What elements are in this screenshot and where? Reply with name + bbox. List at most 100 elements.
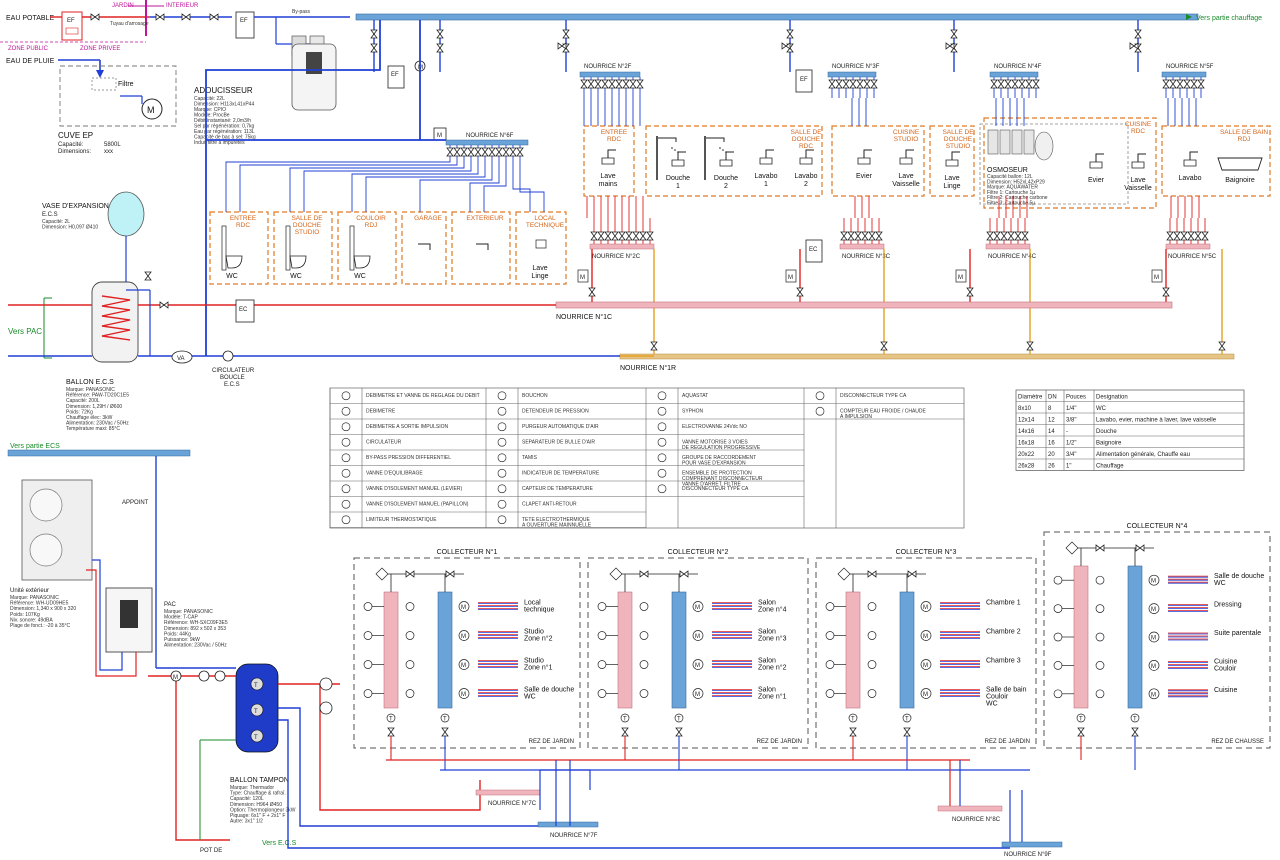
electrothermal-head-icon[interactable] (458, 630, 470, 641)
electrovanne-icon[interactable] (955, 269, 967, 283)
valve-icon[interactable] (370, 29, 378, 39)
valve-icon[interactable] (1134, 29, 1142, 39)
valve-icon[interactable] (1095, 544, 1105, 552)
vase-valve-icon[interactable] (144, 271, 152, 281)
valve-icon[interactable] (597, 231, 605, 241)
valve-icon[interactable] (453, 147, 461, 157)
electrothermal-head-icon[interactable] (920, 688, 932, 699)
electrothermal-head-icon[interactable] (692, 688, 704, 699)
valve-icon[interactable] (1004, 79, 1012, 89)
valve-icon[interactable] (1131, 727, 1139, 737)
valve-icon[interactable] (1032, 79, 1040, 89)
valve-icon[interactable] (629, 79, 637, 89)
valve-icon[interactable] (502, 147, 510, 157)
isolation-valve-icon[interactable] (209, 13, 219, 21)
valve-icon[interactable] (1021, 231, 1029, 241)
valve-icon[interactable] (1187, 231, 1195, 241)
electrothermal-head-icon[interactable] (1148, 631, 1160, 643)
valve-icon[interactable] (601, 79, 609, 89)
valve-icon[interactable] (870, 79, 878, 89)
valve-icon[interactable] (1025, 79, 1033, 89)
valve-icon[interactable] (796, 287, 804, 297)
electrothermal-head-icon[interactable] (458, 688, 470, 699)
valve-icon[interactable] (842, 79, 850, 89)
valve-icon[interactable] (646, 231, 654, 241)
electrothermal-head-icon[interactable] (920, 659, 932, 670)
valve-icon[interactable] (650, 341, 658, 351)
valve-icon[interactable] (1162, 79, 1170, 89)
valve-icon[interactable] (781, 42, 791, 50)
electrothermal-head-icon[interactable] (920, 630, 932, 641)
electrothermal-head-icon[interactable] (1148, 660, 1160, 671)
valve-icon[interactable] (625, 231, 633, 241)
valve-icon[interactable] (460, 147, 468, 157)
valve-icon[interactable] (993, 231, 1001, 241)
valve-icon[interactable] (1077, 727, 1085, 737)
valve-icon[interactable] (445, 570, 455, 578)
hot-valve-icon[interactable] (159, 301, 169, 309)
valve-icon[interactable] (436, 43, 444, 53)
valve-icon[interactable] (446, 147, 454, 157)
valve-icon[interactable] (1026, 341, 1034, 351)
valve-icon[interactable] (867, 570, 877, 578)
valve-icon[interactable] (474, 147, 482, 157)
motorised-valve-icon[interactable] (170, 670, 182, 682)
valve-icon[interactable] (594, 79, 602, 89)
valve-icon[interactable] (849, 727, 857, 737)
valve-icon[interactable] (1162, 287, 1170, 297)
valve-icon[interactable] (370, 43, 378, 53)
electrothermal-head-icon[interactable] (1148, 603, 1160, 614)
valve-icon[interactable] (562, 29, 570, 39)
electrothermal-head-icon[interactable] (692, 659, 704, 670)
valve-icon[interactable] (835, 79, 843, 89)
valve-icon[interactable] (618, 231, 626, 241)
valve-icon[interactable] (622, 79, 630, 89)
electrothermal-head-icon[interactable] (1148, 574, 1160, 586)
valve-icon[interactable] (639, 231, 647, 241)
valve-icon[interactable] (903, 727, 911, 737)
valve-icon[interactable] (1180, 231, 1188, 241)
circulateur-icon[interactable] (319, 701, 333, 715)
valve-icon[interactable] (1014, 231, 1022, 241)
valve-icon[interactable] (1190, 79, 1198, 89)
circulateur-icon[interactable] (319, 677, 333, 691)
valve-icon[interactable] (880, 341, 888, 351)
electrothermal-head-icon[interactable] (920, 601, 932, 612)
valve-icon[interactable] (861, 231, 869, 241)
valve-icon[interactable] (1173, 231, 1181, 241)
valve-icon[interactable] (1007, 231, 1015, 241)
electrothermal-head-icon[interactable] (458, 601, 470, 612)
valve-icon[interactable] (907, 570, 917, 578)
valve-icon[interactable] (986, 231, 994, 241)
valve-icon[interactable] (945, 42, 955, 50)
electrothermal-head-icon[interactable] (692, 630, 704, 641)
valve-icon[interactable] (1166, 231, 1174, 241)
valve-icon[interactable] (1000, 231, 1008, 241)
valve-icon[interactable] (516, 147, 524, 157)
electrovanne-icon[interactable] (785, 269, 797, 283)
check-valve-icon[interactable] (181, 13, 191, 21)
valve-icon[interactable] (1018, 79, 1026, 89)
valve-icon[interactable] (679, 570, 689, 578)
valve-icon[interactable] (828, 79, 836, 89)
electrothermal-head-icon[interactable] (458, 659, 470, 670)
valve-icon[interactable] (604, 231, 612, 241)
valve-icon[interactable] (467, 147, 475, 157)
valve-icon[interactable] (1176, 79, 1184, 89)
valve-icon[interactable] (1194, 231, 1202, 241)
valve-icon[interactable] (1183, 79, 1191, 89)
valve-icon[interactable] (509, 147, 517, 157)
valve-icon[interactable] (868, 231, 876, 241)
valve-icon[interactable] (639, 570, 649, 578)
valve-icon[interactable] (441, 727, 449, 737)
valve-icon[interactable] (863, 79, 871, 89)
valve-icon[interactable] (997, 79, 1005, 89)
valve-icon[interactable] (840, 231, 848, 241)
valve-icon[interactable] (875, 231, 883, 241)
isolation-valve-icon[interactable] (155, 13, 165, 21)
valve-icon[interactable] (481, 147, 489, 157)
valve-icon[interactable] (436, 29, 444, 39)
valve-icon[interactable] (621, 727, 629, 737)
electrovanne-icon[interactable] (1151, 269, 1163, 283)
valve-icon[interactable] (488, 147, 496, 157)
